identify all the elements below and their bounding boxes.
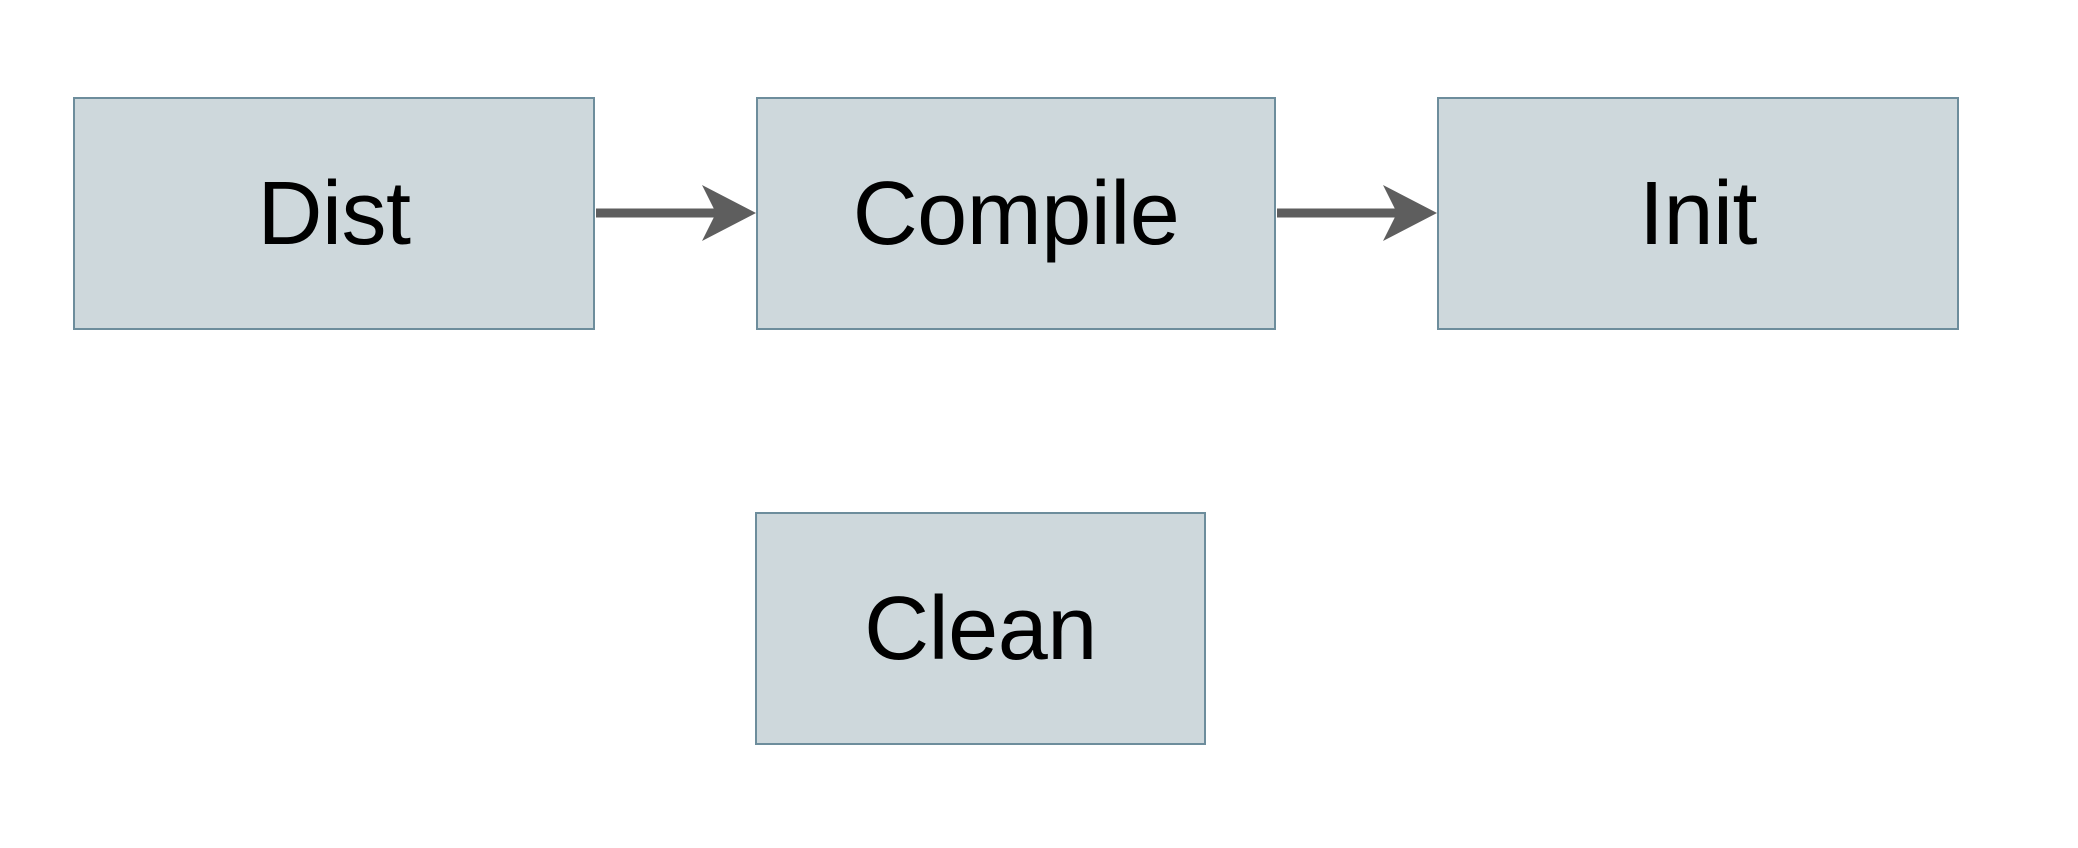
arrowhead-icon: [1383, 185, 1437, 241]
node-init[interactable]: Init: [1437, 97, 1959, 330]
arrowhead-icon: [702, 185, 756, 241]
node-compile-label: Compile: [852, 163, 1180, 264]
node-dist[interactable]: Dist: [73, 97, 595, 330]
edge-dist-to-compile: [596, 185, 756, 241]
node-compile[interactable]: Compile: [756, 97, 1276, 330]
node-clean-label: Clean: [864, 578, 1097, 679]
node-clean[interactable]: Clean: [755, 512, 1206, 745]
edge-compile-to-init: [1277, 185, 1437, 241]
node-dist-label: Dist: [257, 163, 412, 264]
node-init-label: Init: [1638, 163, 1758, 264]
